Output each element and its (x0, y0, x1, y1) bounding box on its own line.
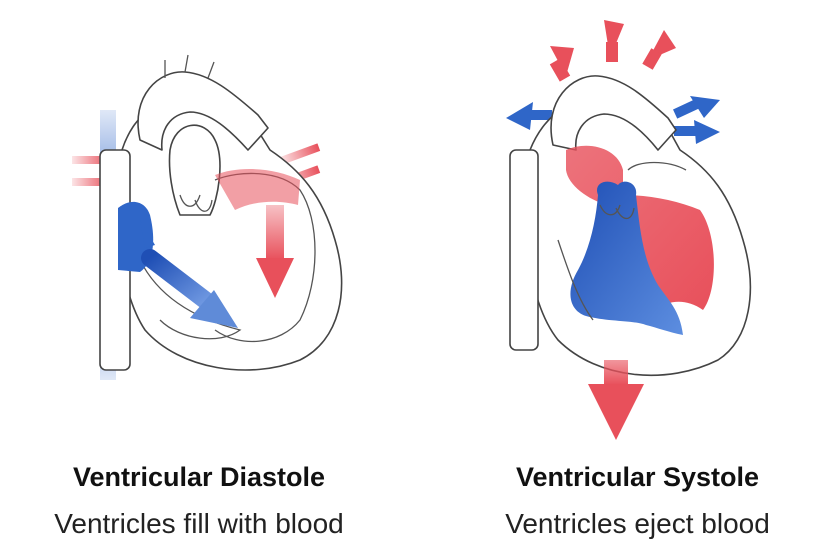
heart-diastole-illustration (72, 54, 343, 380)
right-heart-blood (570, 181, 683, 335)
systole-title: Ventricular Systole (515, 462, 760, 492)
vena-cava (509, 149, 539, 351)
left-atrium-blood (215, 168, 300, 210)
aorta-descending-arrow (588, 360, 644, 440)
blue-atrium-arrow (140, 220, 155, 248)
pulmonary-vein-left-flow (72, 156, 110, 186)
blue-inflow-arrow (141, 249, 238, 328)
heart-systole-illustration (506, 20, 752, 440)
pulmonary-outflow-arrows (506, 96, 720, 144)
red-inflow-arrow (256, 205, 294, 298)
diastole-title: Ventricular Diastole (72, 462, 326, 492)
aorta-outflow-arrows (549, 20, 676, 82)
systole-subtitle: Ventricles eject blood (505, 508, 770, 539)
panel-systole: Ventricular Systole Ventricles eject blo… (418, 0, 837, 559)
panel-diastole: Ventricular Diastole Ventricles fill wit… (0, 0, 418, 559)
diastole-subtitle: Ventricles fill with blood (54, 508, 344, 539)
aorta (137, 71, 269, 151)
aorta (550, 75, 677, 151)
